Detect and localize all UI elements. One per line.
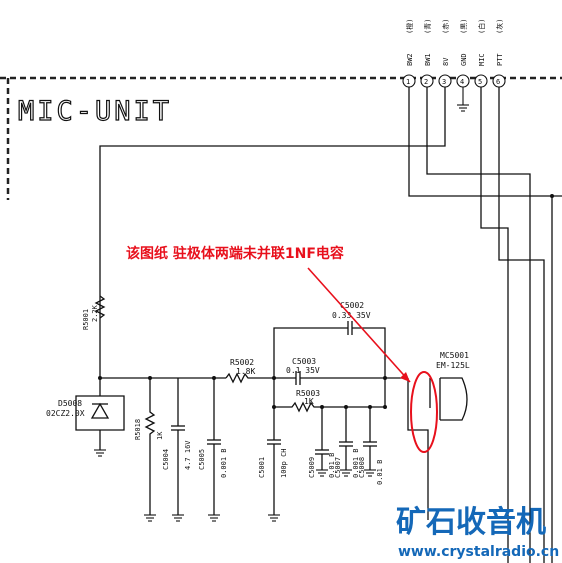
pin-5-name: MIC [478, 53, 486, 66]
r5001-ref: R5001 [82, 309, 90, 330]
shunt-components [144, 378, 377, 515]
pin-6: (灰) PTT 6 [492, 19, 506, 88]
component-labels: R5001 2.2K R5002 1.8K C5002 0.33 35V C50… [46, 301, 470, 485]
r5002-ref: R5002 [230, 358, 254, 367]
r5001-value: 2.2K [91, 304, 99, 322]
pin-3-num: 3 [442, 78, 446, 86]
annotation: 该图纸 驻极体两端未并联1NF电容 [126, 245, 438, 453]
pin-2-num: 2 [424, 78, 428, 86]
c5005-value: 0.001 B [220, 448, 228, 478]
d5008-value: 02CZ2.0X [46, 409, 85, 418]
pin-6-name: PTT [496, 53, 504, 66]
mic-value: EM-125L [436, 361, 470, 370]
annotation-ellipse [410, 371, 438, 453]
watermark-url: www.crystalradio.cn [398, 544, 559, 560]
pin-5-num: 5 [478, 78, 482, 86]
pin-3: (赤) 8V 3 [438, 19, 452, 88]
r5018-ref: R5018 [134, 419, 142, 440]
gnd-pin4 [457, 87, 469, 112]
c5004-value: 4.7 16V [184, 440, 192, 470]
c5001-ref: C5001 [258, 457, 266, 478]
mic-ref: MC5001 [440, 351, 469, 360]
c5001-value: 100p CH [280, 448, 288, 478]
pin-1: (橙) BW2 1 [402, 19, 416, 88]
c5008-ref: C5008 [358, 457, 366, 478]
pin-2-name: BW1 [424, 53, 432, 66]
annotation-arrow [307, 267, 411, 383]
pin-5-color: (白) [477, 19, 486, 34]
pin-4-color: (黒) [460, 19, 468, 34]
r5002-value: 1.8K [236, 367, 255, 376]
annotation-arrowhead [400, 372, 410, 382]
c5005-ref: C5005 [198, 449, 206, 470]
pin-2-color: (青) [423, 19, 432, 34]
pin-1-num: 1 [406, 78, 410, 86]
c5002-ref: C5002 [340, 301, 364, 310]
c5008-value: 0.01 B [376, 460, 384, 485]
d5008-ref: D5008 [58, 399, 82, 408]
unit-title: MIC-UNIT [18, 96, 172, 127]
annotation-text: 该图纸 驻极体两端未并联1NF电容 [126, 245, 344, 262]
r5003-value: 1K [304, 397, 314, 406]
pin-4-name: GND [460, 53, 468, 66]
c5007-ref: C5007 [334, 457, 342, 478]
pin-3-name: 8V [442, 57, 450, 66]
pin-1-name: BW2 [406, 53, 414, 66]
connector: (橙) BW2 1 (青) BW1 2 (赤) 8V 3 (黒) GND 4 (… [402, 19, 506, 88]
pin-1-color: (橙) [405, 19, 414, 34]
c5009-value: 0.01 B [328, 453, 336, 478]
wiring [94, 87, 562, 563]
pin-2: (青) BW1 2 [420, 19, 434, 88]
pin-4-num: 4 [460, 78, 464, 86]
pin-6-color: (灰) [495, 19, 504, 34]
ground-symbols [94, 449, 376, 522]
d5008-zener [75, 378, 125, 450]
watermark: 矿石收音机 www.crystalradio.cn [396, 505, 559, 560]
c5003-ref: C5003 [292, 357, 316, 366]
pin-4: (黒) GND 4 [456, 19, 470, 88]
c5004-ref: C5004 [162, 449, 170, 470]
pin-3-color: (赤) [442, 19, 450, 34]
c5007-value: 0.001 B [352, 448, 360, 478]
pin-5: (白) MIC 5 [474, 19, 488, 88]
pin-6-num: 6 [496, 78, 500, 86]
mic-symbol [439, 377, 468, 421]
c5009-ref: C5009 [308, 457, 316, 478]
r5003-ref: R5003 [296, 389, 320, 398]
c5003-value: 0.1 35V [286, 366, 320, 375]
r5018-value: 1K [156, 431, 164, 440]
watermark-brand: 矿石收音机 [396, 505, 546, 540]
